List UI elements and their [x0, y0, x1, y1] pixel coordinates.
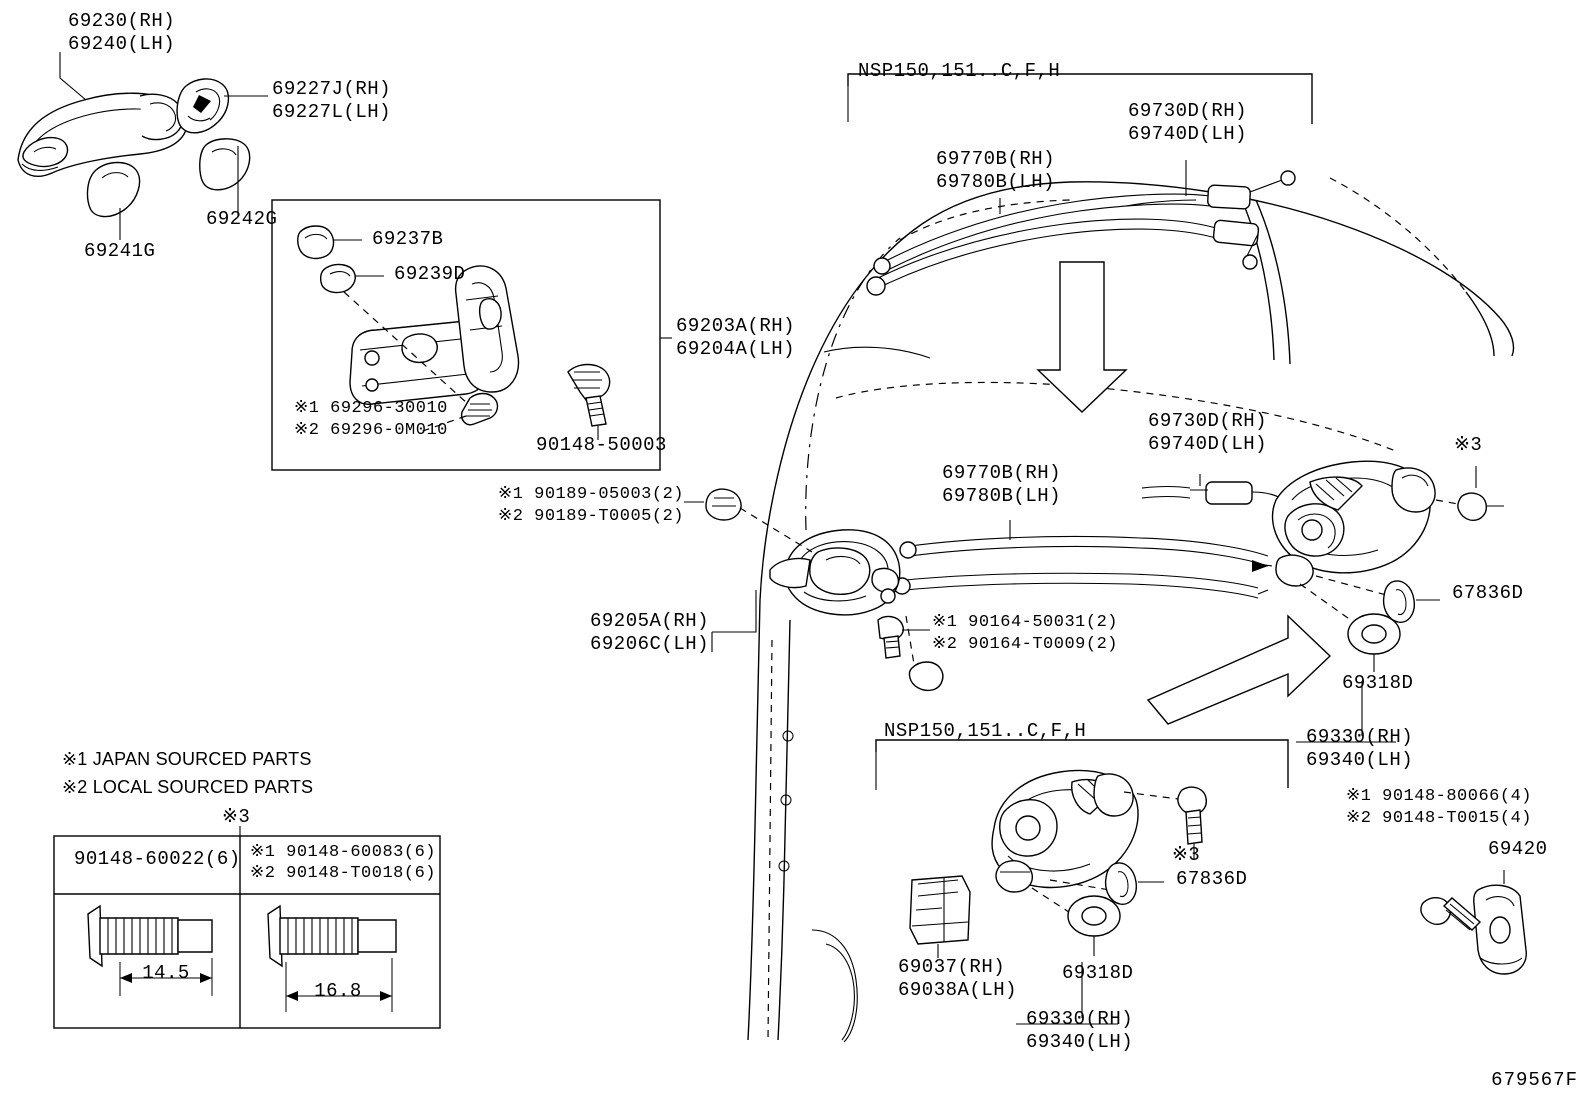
label-mark3-lower: ※3 [1172, 844, 1201, 866]
direction-arrow-upper-art [1036, 261, 1128, 413]
label-69237b: 69237B [372, 228, 444, 250]
group-header-upper: NSP150,151..C,F,H [858, 60, 1061, 82]
label-69730d-upper: 69730D(RH) 69740D(LH) [1128, 100, 1248, 145]
label-69241g: 69241G [84, 240, 156, 262]
label-67836d-upper: 67836D [1452, 582, 1524, 604]
clip-69237b-art [297, 225, 362, 260]
label-69296-30010: ※1 69296-30010 [294, 399, 448, 418]
bolt-90148-50003-art [567, 363, 611, 440]
door-lock-69205a-art [769, 529, 944, 692]
bolt-table-part-1: 90148-60022(6) [74, 848, 241, 870]
note-japan-sourced: ※1 JAPAN SOURCED PARTS [62, 749, 312, 769]
bolt-table-part-2: ※1 90148-60083(6) ※2 90148-T0018(6) [250, 843, 436, 883]
label-90164-t0009: ※2 90164-T0009(2) [932, 635, 1118, 654]
grommet-67836d-upper-art [1382, 580, 1440, 623]
label-mark3-right: ※3 [1454, 434, 1483, 456]
bolt-spec-table-art [53, 826, 441, 1029]
label-90148-t0015: ※2 90148-T0015(4) [1346, 809, 1532, 828]
screw-90164-art [877, 615, 930, 659]
lock-switch-69037-art [909, 875, 971, 958]
label-69230: 69230(RH) 69240(LH) [68, 10, 176, 55]
bolt-table-dim-1: 14.5 [142, 962, 190, 984]
door-lock-69330-upper-art [1271, 460, 1436, 629]
label-69239d: 69239D [394, 263, 466, 285]
screw-mark3-right-art [1435, 466, 1504, 521]
bolt-table-mark3-header: ※3 [222, 806, 251, 828]
bolt-table-dim-2: 16.8 [314, 980, 362, 1002]
label-90164-50031: ※1 90164-50031(2) [932, 613, 1118, 632]
label-67836d-lower: 67836D [1176, 868, 1248, 890]
door-lock-69330-lower-art [991, 769, 1187, 919]
label-69330-upper: 69330(RH) 69340(LH) [1306, 726, 1414, 771]
bush-69239d-art [319, 263, 469, 405]
label-90189-t0005: ※2 90189-T0005(2) [498, 507, 684, 526]
group-header-lower: NSP150,151..C,F,H [884, 720, 1087, 742]
screw-mark3-lower-art [1177, 786, 1207, 860]
label-69730d-lower: 69730D(RH) 69740D(LH) [1148, 410, 1268, 455]
cable-upper-art [866, 170, 1296, 296]
outside-door-handle-art [17, 92, 188, 177]
label-69420: 69420 [1488, 838, 1548, 860]
note-local-sourced: ※2 LOCAL SOURCED PARTS [62, 777, 314, 797]
label-69037: 69037(RH) 69038A(LH) [898, 956, 1018, 1001]
label-69330-lower: 69330(RH) 69340(LH) [1026, 1008, 1134, 1053]
handle-cover-art [199, 138, 251, 191]
screw-90189-art [684, 488, 813, 553]
seal-69318d-lower-art [1067, 895, 1121, 956]
label-90189-05003: ※1 90189-05003(2) [498, 485, 684, 504]
bolt-90148-80066-art [1420, 897, 1482, 931]
label-69242g: 69242G [206, 208, 278, 230]
label-69203a: 69203A(RH) 69204A(LH) [676, 315, 796, 360]
label-69770b-upper: 69770B(RH) 69780B(LH) [936, 148, 1056, 193]
label-90148-80066: ※1 90148-80066(4) [1346, 787, 1532, 806]
label-69318d-lower: 69318D [1062, 962, 1134, 984]
striker-69420-art [1473, 870, 1527, 975]
label-69296-0m010: ※2 69296-0M010 [294, 421, 448, 440]
grommet-67836d-lower-art [1104, 862, 1164, 905]
inner-handle-group-box [271, 199, 661, 471]
drawing-number: 679567F [1491, 1069, 1578, 1091]
label-69318d-upper: 69318D [1342, 672, 1414, 694]
screw-69296-art [419, 392, 499, 433]
handle-bezel-art [176, 78, 229, 134]
seal-69318d-upper-art [1347, 613, 1401, 672]
handle-plug-art [86, 161, 141, 218]
inner-door-handle-art [349, 265, 520, 405]
direction-arrow-lower-art [1146, 614, 1332, 725]
label-90148-50003: 90148-50003 [536, 434, 667, 456]
cable-lower-art [893, 481, 1285, 599]
label-69770b-lower: 69770B(RH) 69780B(LH) [942, 462, 1062, 507]
label-69205a: 69205A(RH) 69206C(LH) [590, 610, 710, 655]
label-69227j: 69227J(RH) 69227L(LH) [272, 78, 392, 123]
